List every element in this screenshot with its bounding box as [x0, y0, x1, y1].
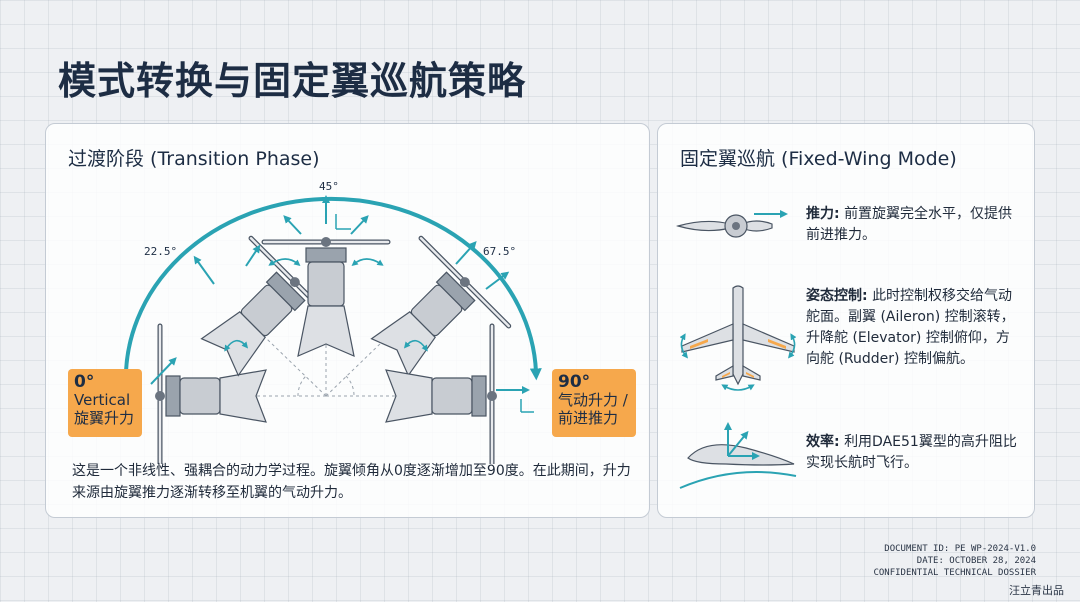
angle-label-22: 22.5°	[144, 245, 178, 258]
transition-diagram	[123, 195, 542, 464]
feature-thrust-text: 前置旋翼完全水平，仅提供前进推力。	[806, 206, 1013, 243]
feature-efficiency-label: 效率:	[806, 434, 840, 450]
document-footer: DOCUMENT ID: PE WP-2024-V1.0 DATE: OCTOB…	[873, 543, 1036, 579]
transition-panel-title: 过渡阶段 (Transition Phase)	[68, 148, 320, 170]
feature-efficiency-text: 利用DAE51翼型的高升阻比实现长航时飞行。	[806, 434, 1017, 471]
thrust-arrows	[150, 195, 530, 394]
curved-arrows	[224, 258, 428, 352]
doc-confidential: CONFIDENTIAL TECHNICAL DOSSIER	[873, 568, 1036, 578]
feature-attitude-label: 姿态控制:	[806, 288, 868, 304]
feature-efficiency: 效率: 利用DAE51翼型的高升阻比实现长航时飞行。	[806, 432, 1021, 474]
feature-attitude-text: 此时控制权移交给气动舵面。副翼 (Aileron) 控制滚转，升降舵 (Elev…	[806, 288, 1015, 367]
page-title: 模式转换与固定翼巡航策略	[58, 59, 527, 103]
start-line1: Vertical	[74, 391, 131, 409]
rotor-45deg	[261, 237, 391, 358]
feature-thrust-label: 推力:	[806, 206, 840, 222]
rotor-67deg	[370, 235, 512, 377]
end-state-box: 90° 气动升力 / 前进推力	[552, 369, 636, 437]
end-line2: 前进推力	[558, 409, 619, 427]
credit: 汪立青出品	[1009, 584, 1064, 597]
propeller-icon	[676, 210, 788, 238]
end-line1: 气动升力 /	[558, 391, 628, 409]
doc-date: DATE: OCTOBER 28, 2024	[916, 556, 1036, 566]
start-angle: 0°	[74, 372, 95, 392]
force-axes	[335, 214, 534, 413]
angle-label-67: 67.5°	[483, 245, 517, 258]
feature-attitude: 姿态控制: 此时控制权移交给气动舵面。副翼 (Aileron) 控制滚转，升降舵…	[806, 286, 1021, 370]
start-line2: 旋翼升力	[74, 409, 135, 427]
rotor-0deg	[155, 323, 267, 464]
transition-panel: 过渡阶段 (Transition Phase)	[45, 123, 650, 518]
fixed-wing-panel: 固定翼巡航 (Fixed-Wing Mode)	[657, 123, 1035, 518]
rotor-90deg	[385, 323, 497, 464]
transition-description: 这是一个非线性、强耦合的动力学过程。旋翼倾角从0度逐渐增加至90度。在此期间，升…	[72, 463, 631, 501]
fixed-wing-panel-title: 固定翼巡航 (Fixed-Wing Mode)	[680, 148, 957, 170]
angle-label-45: 45°	[319, 180, 339, 193]
airplane-icon	[679, 285, 797, 391]
doc-id: DOCUMENT ID: PE WP-2024-V1.0	[884, 544, 1036, 554]
airfoil-icon	[679, 422, 797, 489]
feature-thrust: 推力: 前置旋翼完全水平，仅提供前进推力。	[806, 204, 1021, 246]
start-state-box: 0° Vertical 旋翼升力	[68, 369, 142, 437]
end-angle: 90°	[558, 372, 591, 392]
